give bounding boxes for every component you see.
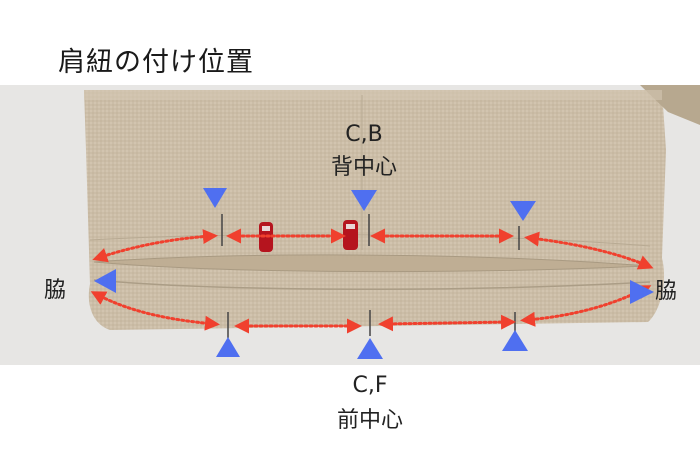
triangle-down-icon (351, 190, 377, 211)
triangle-up-icon (502, 330, 528, 351)
measure-arrow (92, 229, 218, 263)
fabric-photo (0, 85, 700, 365)
side-right-label: 脇 (655, 279, 678, 304)
page-title: 肩紐の付け位置 (58, 47, 254, 78)
measure-arrow (90, 291, 220, 331)
back-center-code: C,B (345, 122, 383, 147)
front-center-label: 前中心 (336, 408, 404, 433)
triangle-up-icon (216, 337, 240, 357)
measure-arrow (524, 231, 654, 270)
triangle-down-icon (203, 188, 227, 208)
back-center-label: 背中心 (330, 155, 398, 180)
diagram-svg (0, 85, 700, 365)
fabric-edge-top (84, 90, 662, 100)
triangle-side-icon (94, 269, 116, 293)
triangle-up-icon (357, 338, 383, 359)
triangle-side-icon (630, 280, 654, 304)
measure-arrow (378, 314, 516, 332)
front-center-code: C,F (352, 373, 388, 398)
clip-icon (343, 220, 358, 250)
side-left-label: 脇 (44, 278, 67, 303)
triangle-down-icon (510, 201, 536, 221)
